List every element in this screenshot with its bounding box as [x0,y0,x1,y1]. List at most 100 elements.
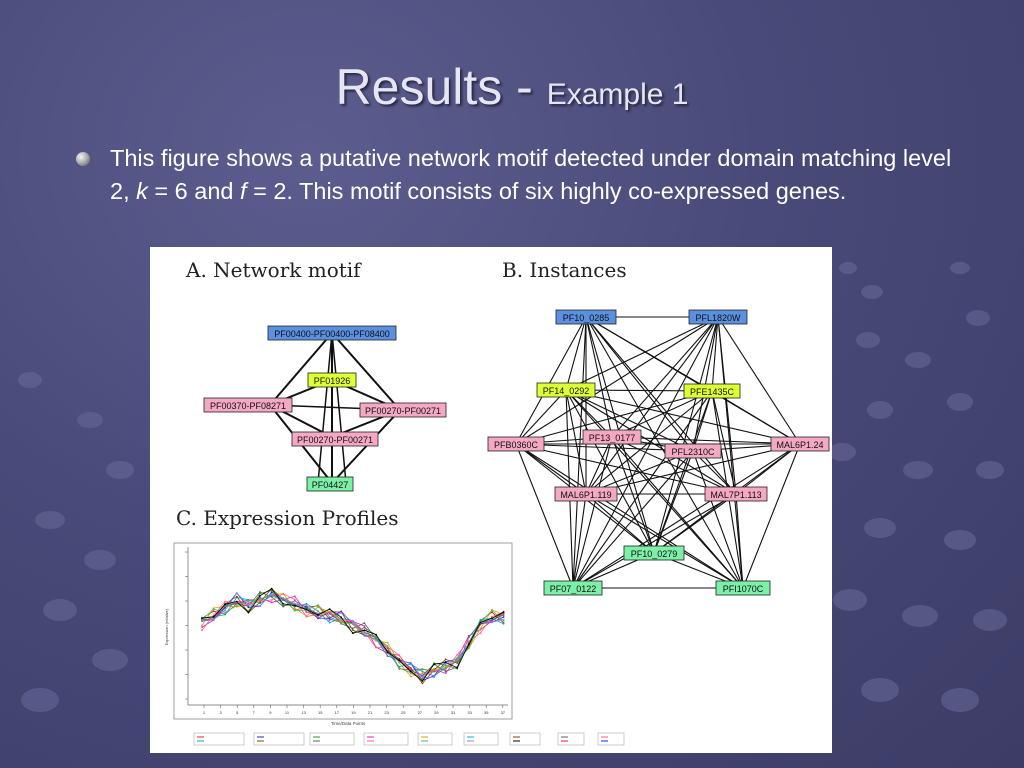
expression-profile-point [491,615,493,618]
instance-node-pf10-0279: PF10_0279 [623,545,685,561]
expression-profile-point [456,659,459,662]
x-tick-label: 13 [301,710,306,715]
instance-edge [565,389,737,495]
expression-profile-point [224,609,227,611]
expression-profile-point [479,618,482,621]
expression-profile-point [502,620,505,622]
expression-profile-point [340,618,343,621]
motif-node-right: PF00270-PF00271 [359,402,447,418]
expression-profile-point [386,655,389,657]
expression-profile-point [293,607,296,610]
instance-edge [515,443,737,495]
expression-profile-point [293,604,296,607]
expression-profile-point [293,598,296,601]
instance-edge [515,443,574,589]
x-tick-label: 17 [335,710,340,715]
expression-profile-point [421,680,424,682]
instance-edge [611,436,737,495]
expression-profile-point [201,619,203,622]
x-tick-label: 31 [451,710,456,715]
profile-lines [201,587,505,685]
legend-box [417,732,453,746]
expression-profile-point [363,622,366,624]
x-tick-label: 35 [484,710,489,715]
bullet-k-var: k [136,178,148,204]
expression-profile-point [386,651,389,653]
expression-profile-point [270,601,273,604]
instance-edge [585,316,613,438]
instance-edge [585,443,801,495]
legend-box [557,732,585,746]
expression-profile-point [502,616,505,618]
x-tick-label: 15 [318,710,323,715]
expression-profile-point [224,613,227,616]
expression-profile-point [305,602,308,605]
expression-profile-point [479,632,482,634]
slide-title: Results - Example 1 [0,58,1024,116]
expression-profile-point [212,618,215,621]
motif-node-bottom: PF04427 [306,476,354,492]
expression-profile-point [317,610,319,612]
expression-profile-point [247,600,250,603]
expression-profile-point [247,603,250,606]
instance-edge [611,436,801,445]
expression-profile-point [479,621,482,624]
x-tick-label: 27 [418,710,423,715]
svg-text:PF00270-PF00271: PF00270-PF00271 [365,406,441,416]
motif-node-low: PF00270-PF00271 [291,431,379,447]
expression-profile-point [212,614,215,616]
expression-profile-point [409,670,412,673]
instance-edge [515,390,713,445]
expression-profile-point [444,661,447,664]
instance-edge [572,390,713,589]
x-tick-label: 19 [351,710,356,715]
instance-edge [565,316,587,391]
instance-edge [717,316,801,445]
bullet-text-part1: This figure shows a putative network mot… [110,145,952,204]
expression-profile-point [433,669,435,671]
instance-edge [711,316,719,392]
expression-profile-point [224,611,227,614]
expression-profile-point [201,617,203,620]
expression-profile-point [305,606,308,609]
profile-legend [193,732,625,746]
expression-profile-point [491,611,493,614]
motif-node-top: PF00400-PF00400-PF08400 [267,325,397,341]
expression-profile-point [305,615,308,618]
instance-edge [653,450,694,554]
expression-profile-point [259,605,261,607]
slide-title-main: Results - [335,59,547,115]
expression-profile-point [444,658,447,661]
expression-profile-point [201,624,203,627]
instance-edge [565,316,719,391]
expression-profile-point [340,616,343,619]
expression-profile-point [398,654,401,657]
svg-text:PF10_0279: PF10_0279 [631,549,678,559]
expression-profile-point [421,674,424,677]
expression-profile-point [259,601,261,604]
svg-text:PF07_0122: PF07_0122 [550,584,597,594]
instance-edge [611,436,655,554]
instance-node-pf13-0177: PF13_0177 [582,429,642,445]
expression-profile-point [212,610,215,612]
expression-profile-point [212,608,215,611]
profile-y-axis-label: Expression (relative) [164,608,169,645]
expression-profile-point [235,595,238,598]
expression-profile-point [398,667,401,669]
expression-profile-point [328,612,331,615]
instance-edge [653,390,713,554]
x-tick-label: 23 [384,710,389,715]
expression-profile-point [467,636,470,639]
instance-node-pfb0360c: PFB0360C [487,436,545,452]
instance-edge [515,316,587,445]
expression-profile-point [340,622,343,624]
panel-b-label: B. Instances [502,258,627,282]
instance-edge [585,493,744,589]
expression-profile-point [259,600,261,602]
x-tick-label: 9 [269,710,272,715]
instance-edge [692,450,744,589]
panel-a-label: A. Network motif [185,258,362,282]
instance-edge [515,443,587,495]
legend-box [363,732,409,746]
